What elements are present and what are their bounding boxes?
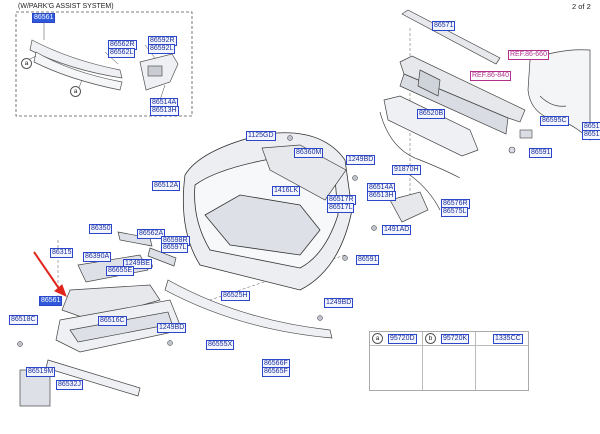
part-8651-b[interactable]: 8651 — [582, 130, 600, 140]
legend-cell-c — [476, 332, 528, 390]
part-1125gd[interactable]: 1125GD — [246, 131, 276, 141]
part-86591-right[interactable]: 86591 — [529, 148, 553, 158]
harness-wire — [379, 111, 461, 211]
part-86516c[interactable]: 86516C — [98, 316, 127, 326]
sensor-right — [508, 129, 533, 154]
lower-molding — [45, 359, 141, 397]
part-95720k[interactable]: 95720K — [441, 334, 470, 344]
part-86518c[interactable]: 86518C — [9, 315, 38, 325]
part-86561-highlighted[interactable]: 86561 — [39, 296, 63, 306]
inset-sensor-bracket — [139, 53, 179, 91]
fog-trim-right — [389, 191, 429, 223]
inset-frame — [15, 11, 193, 117]
circle-a-inset: a — [21, 58, 32, 69]
part-91870h[interactable]: 91870H — [392, 165, 421, 175]
ref-86660[interactable]: REF.86-660 — [508, 50, 549, 60]
part-1249bd-a[interactable]: 1249BD — [346, 155, 376, 165]
grille-reinforcement — [261, 144, 347, 201]
inset-title: (W/PARK'G ASSIST SYSTEM) — [18, 3, 114, 10]
part-86532j[interactable]: 86532J — [56, 380, 83, 390]
part-86575l[interactable]: 86575L — [441, 207, 469, 217]
part-86562a[interactable]: 86562A — [137, 229, 166, 239]
part-86571[interactable]: 86571 — [432, 21, 456, 31]
part-86562l-inset[interactable]: 86562L — [108, 48, 136, 58]
part-1491ad[interactable]: 1491AD — [382, 225, 412, 235]
part-86595c[interactable]: 86595C — [540, 116, 569, 126]
part-86390a[interactable]: 86390A — [83, 252, 112, 262]
part-86655e[interactable]: 86655E — [106, 266, 135, 276]
part-1335cc[interactable]: 1335CC — [493, 334, 523, 344]
part-86520b[interactable]: 86520B — [417, 109, 446, 119]
part-86350[interactable]: 86350 — [89, 224, 113, 234]
part-86519m[interactable]: 86519M — [26, 367, 56, 377]
lower-lip — [164, 279, 333, 339]
ref-86840[interactable]: REF.86-840 — [470, 71, 511, 81]
part-86517l[interactable]: 86517L — [327, 203, 355, 213]
legend-cell-a — [370, 332, 423, 390]
fender-outline — [527, 49, 591, 141]
part-1416lk[interactable]: 1416LK — [272, 186, 301, 196]
part-1249bd-b[interactable]: 1249BD — [324, 298, 354, 308]
crash-bar-strip — [401, 9, 501, 65]
red-arrow — [33, 251, 67, 297]
part-86513h[interactable]: 86513H — [367, 191, 396, 201]
part-86360m[interactable]: 86360M — [294, 148, 324, 158]
part-1249be[interactable]: 1249BE — [123, 259, 152, 269]
legend-circle-a: a — [372, 333, 383, 344]
part-86591[interactable]: 86591 — [356, 255, 380, 265]
garnish-left — [117, 231, 177, 267]
part-86525h[interactable]: 86525H — [221, 291, 250, 301]
part-86597l[interactable]: 86597L — [161, 243, 189, 253]
bumper-beam — [399, 55, 526, 135]
page-number: 2 of 2 — [572, 2, 591, 11]
part-86315[interactable]: 86315 — [50, 248, 74, 258]
part-86565f[interactable]: 86565F — [262, 367, 290, 377]
part-86592l[interactable]: 86592L — [148, 44, 176, 54]
circle-a-inset-2: a — [70, 86, 81, 97]
energy-absorber — [383, 95, 479, 157]
legend-circle-b: b — [425, 333, 436, 344]
inset-bumper-lower — [29, 39, 123, 91]
part-86512a[interactable]: 86512A — [152, 181, 181, 191]
legend-cell-b — [423, 332, 476, 390]
part-86561-inset[interactable]: 86561 — [32, 13, 56, 23]
part-86555x[interactable]: 86555X — [206, 340, 235, 350]
part-86513h-inset[interactable]: 86513H — [150, 106, 179, 116]
skid-plate — [55, 299, 183, 353]
part-1249bd-c[interactable]: 1249BD — [157, 323, 187, 333]
part-95720d[interactable]: 95720D — [388, 334, 417, 344]
